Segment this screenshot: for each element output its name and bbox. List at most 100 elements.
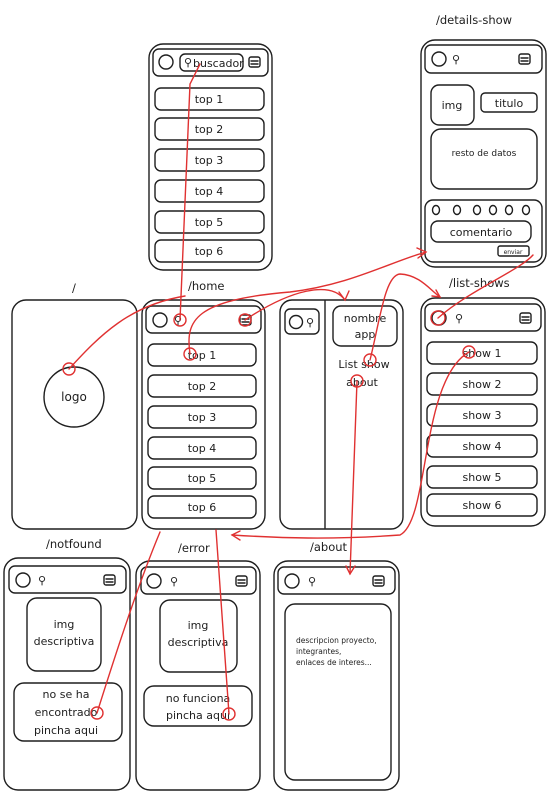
logo-text: logo xyxy=(61,390,87,404)
svg-text:descriptiva: descriptiva xyxy=(34,635,95,648)
link-error-to-home xyxy=(215,529,230,715)
details-screen-header xyxy=(424,44,543,74)
home-top-list: top 1 top 2 top 3 top 4 top 5 top 6 xyxy=(147,343,257,519)
svg-text:top 3: top 3 xyxy=(195,154,224,167)
rating-circle-icon[interactable] xyxy=(472,204,482,216)
svg-text:integrantes,: integrantes, xyxy=(296,647,341,656)
menu-icon[interactable] xyxy=(248,56,261,68)
show-item-3[interactable] xyxy=(426,403,538,427)
avatar-circle-icon xyxy=(288,314,304,330)
show-item-6[interactable] xyxy=(426,493,538,517)
svg-text:top 2: top 2 xyxy=(195,123,224,136)
top-item-3[interactable] xyxy=(154,148,265,172)
top-list: top 1 top 2 top 3 top 4 top 5 top 6 xyxy=(154,87,265,263)
svg-text:top 6: top 6 xyxy=(188,501,217,514)
details-image-placeholder xyxy=(430,84,475,126)
notfound-message-button[interactable] xyxy=(13,682,123,742)
about-screen: ⚲ descripcion proyecto, integrantes, enl… xyxy=(273,560,400,791)
svg-text:pincha aqui: pincha aqui xyxy=(166,709,230,722)
svg-text:nombre: nombre xyxy=(344,312,387,325)
rating-circles xyxy=(431,204,531,216)
route-label-root: / xyxy=(72,281,76,295)
svg-text:resto de datos: resto de datos xyxy=(452,149,517,159)
home-top-item-2[interactable] xyxy=(147,374,257,398)
route-label-details-show: /details-show xyxy=(436,13,512,27)
rating-circle-icon[interactable] xyxy=(504,204,514,216)
rating-circle-icon[interactable] xyxy=(452,204,462,216)
link-hotspot-list-avatar xyxy=(430,310,446,326)
link-drawer-list-to-list-shows xyxy=(369,273,441,361)
show-item-2[interactable] xyxy=(426,372,538,396)
svg-text:no se ha: no se ha xyxy=(43,688,90,701)
search-icon[interactable]: ⚲ xyxy=(455,312,463,325)
home-top-item-1[interactable] xyxy=(147,343,257,367)
rating-circle-icon[interactable] xyxy=(431,204,441,216)
details-rating-comment-panel xyxy=(424,199,543,263)
svg-text:show 3: show 3 xyxy=(463,409,502,422)
details-screen-frame xyxy=(420,39,547,268)
details-screen: ⚲ img titulo resto de datos comentario e… xyxy=(420,39,547,268)
search-input-text: buscador xyxy=(193,57,244,70)
avatar-circle-icon xyxy=(15,572,31,588)
comment-input[interactable] xyxy=(430,220,532,243)
menu-icon[interactable] xyxy=(103,574,116,586)
search-icon[interactable]: ⚲ xyxy=(452,53,460,66)
svg-text:top 1: top 1 xyxy=(188,349,217,362)
avatar-circle-icon xyxy=(284,573,300,589)
menu-icon[interactable] xyxy=(235,575,248,587)
top-item-5[interactable] xyxy=(154,210,265,234)
menu-link-list-show[interactable]: List show xyxy=(338,358,389,371)
svg-text:encontrado: encontrado xyxy=(35,706,98,719)
svg-text:show 4: show 4 xyxy=(463,440,502,453)
home-top-item-5[interactable] xyxy=(147,466,257,490)
top-item-1[interactable] xyxy=(154,87,265,111)
top-item-4[interactable] xyxy=(154,179,265,203)
search-input[interactable] xyxy=(179,53,244,72)
search-icon[interactable]: ⚲ xyxy=(170,575,178,588)
svg-text:show 6: show 6 xyxy=(463,499,502,512)
about-header xyxy=(277,566,396,595)
send-button[interactable] xyxy=(497,245,530,257)
menu-icon[interactable] xyxy=(372,575,385,587)
svg-text:no funciona: no funciona xyxy=(166,692,231,705)
link-hotspot-show1 xyxy=(462,345,476,359)
search-icon[interactable]: ⚲ xyxy=(308,575,316,588)
menu-icon[interactable] xyxy=(518,53,531,65)
home-top-item-6[interactable] xyxy=(147,495,257,519)
top-item-6[interactable] xyxy=(154,239,265,263)
svg-text:top 1: top 1 xyxy=(195,93,224,106)
home-top-item-3[interactable] xyxy=(147,405,257,429)
menu-icon[interactable] xyxy=(519,312,532,324)
rating-circle-icon[interactable] xyxy=(521,204,531,216)
show-item-1[interactable] xyxy=(426,341,538,365)
link-notfound-to-home xyxy=(96,531,161,714)
svg-text:app: app xyxy=(355,328,376,341)
about-screen-frame xyxy=(273,560,400,791)
search-icon[interactable]: ⚲ xyxy=(174,314,182,327)
avatar-circle-icon xyxy=(431,51,447,67)
link-hotspot-home-menu xyxy=(238,313,252,327)
search-icon[interactable]: ⚲ xyxy=(38,574,46,587)
link-show1-to-error xyxy=(231,351,470,539)
route-label-notfound: /notfound xyxy=(46,537,102,551)
search-screen: ⚲ buscador top 1 top 2 top 3 top 4 top 5… xyxy=(148,43,273,271)
link-hotspot-home-top1 xyxy=(183,347,197,361)
rating-circle-icon[interactable] xyxy=(488,204,498,216)
avatar-circle-icon xyxy=(146,573,162,589)
home-top-item-4[interactable] xyxy=(147,436,257,460)
error-screen-frame xyxy=(135,560,261,791)
details-title xyxy=(480,92,538,113)
svg-text:titulo: titulo xyxy=(495,97,524,110)
error-message-button[interactable] xyxy=(143,685,253,727)
splash-screen: logo xyxy=(11,299,138,530)
home-header xyxy=(145,305,262,334)
search-icon[interactable]: ⚲ xyxy=(306,316,314,329)
splash-screen-frame xyxy=(11,299,138,530)
top-item-2[interactable] xyxy=(154,117,265,141)
error-screen: ⚲ img descriptiva no funciona pincha aqu… xyxy=(135,560,261,791)
show-item-4[interactable] xyxy=(426,434,538,458)
svg-text:top 2: top 2 xyxy=(188,380,217,393)
menu-header xyxy=(284,308,320,335)
show-item-5[interactable] xyxy=(426,465,538,489)
